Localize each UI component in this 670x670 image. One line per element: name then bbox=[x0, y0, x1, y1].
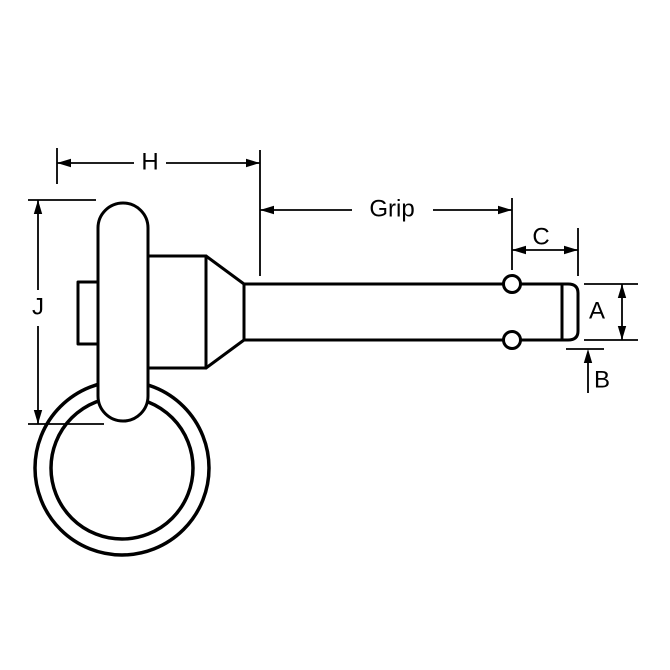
dimension-c: C bbox=[512, 223, 579, 276]
dim-label-c: C bbox=[532, 223, 549, 250]
dim-label-b: B bbox=[594, 366, 610, 393]
arrowhead-bottom bbox=[33, 410, 43, 424]
dimension-h: H bbox=[56, 148, 261, 276]
pin-drawing bbox=[33, 201, 580, 557]
arrowhead-right bbox=[246, 158, 260, 168]
arrowhead-top bbox=[33, 200, 43, 214]
dimension-annotations: H Grip C A bbox=[28, 148, 638, 425]
dim-label-j: J bbox=[32, 293, 44, 320]
dimension-j: J bbox=[28, 199, 104, 425]
arrowhead-right bbox=[564, 245, 578, 255]
arrowhead-right bbox=[498, 205, 512, 215]
arrowhead-top bbox=[617, 284, 627, 298]
dimension-grip: Grip bbox=[260, 195, 513, 270]
pin-taper bbox=[204, 254, 246, 370]
dimension-a: A bbox=[584, 283, 638, 341]
pin-shaft bbox=[242, 282, 580, 342]
dim-label-h: H bbox=[141, 148, 158, 175]
ball-detent-top bbox=[502, 274, 522, 294]
pin-handle bbox=[96, 201, 150, 423]
arrowhead-left bbox=[57, 158, 71, 168]
dim-label-grip: Grip bbox=[369, 195, 414, 222]
arrowhead-left bbox=[260, 205, 274, 215]
ball-detent-bottom bbox=[502, 330, 522, 350]
dim-label-a: A bbox=[589, 297, 605, 324]
dimension-b: B bbox=[566, 348, 610, 393]
arrowhead-bottom bbox=[617, 326, 627, 340]
arrowhead-left bbox=[512, 245, 526, 255]
arrowhead-up bbox=[583, 349, 593, 363]
